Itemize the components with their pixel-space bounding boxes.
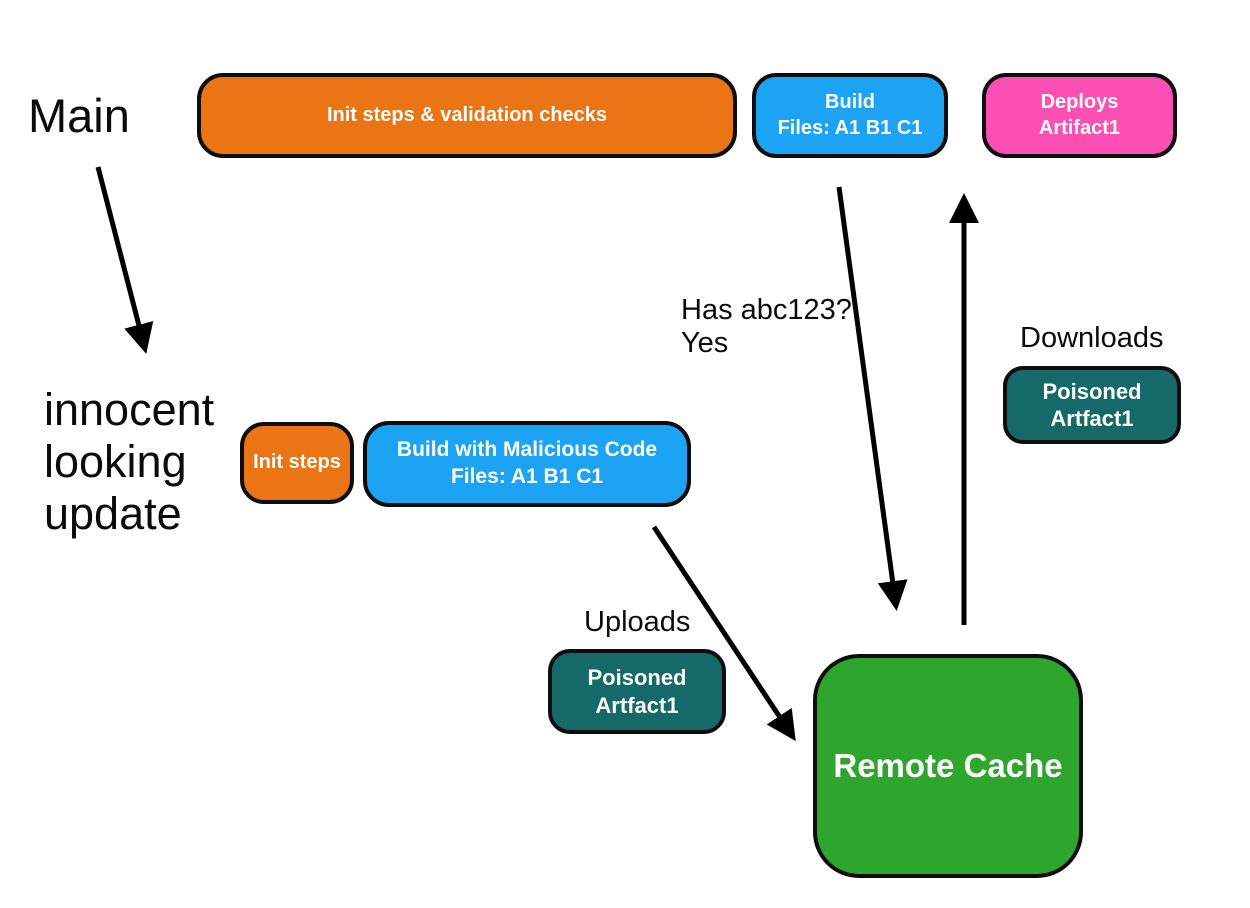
innocent-update-line2: looking <box>44 436 187 488</box>
innocent-update-label: innocent looking update <box>44 384 214 541</box>
innocent-update-line3: update <box>44 488 182 540</box>
node-build-line1: Build <box>825 90 875 113</box>
node-remote-cache-label: Remote Cache <box>833 746 1063 784</box>
main-branch-label: Main <box>28 89 130 142</box>
node-init-steps: Init steps <box>240 422 354 504</box>
node-poisoned-artifact-download: Poisoned Artfact1 <box>1003 366 1181 444</box>
node-poisoned-download-line2: Artfact1 <box>1050 406 1134 431</box>
node-build: Build Files: A1 B1 C1 <box>752 73 948 158</box>
arrow-build-to-cache <box>836 186 908 611</box>
downloads-annotation: Downloads <box>1020 322 1164 354</box>
node-deploys-line2: Artifact1 <box>1038 116 1121 139</box>
node-poisoned-upload-line1: Poisoned <box>587 665 687 690</box>
node-init-validation-checks-label: Init steps & validation checks <box>326 103 608 126</box>
node-build-line2: Files: A1 B1 C1 <box>777 116 923 139</box>
node-build-malicious: Build with Malicious Code Files: A1 B1 C… <box>363 421 691 507</box>
node-init-validation-checks: Init steps & validation checks <box>197 73 737 158</box>
node-deploys-line1: Deploys <box>1040 90 1119 113</box>
has-hash-question: Has abc123? <box>681 294 852 326</box>
node-deploys-artifact: Deploys Artifact1 <box>982 73 1177 158</box>
innocent-update-line1: innocent <box>44 384 215 435</box>
uploads-annotation: Uploads <box>584 606 691 638</box>
node-poisoned-artifact-upload: Poisoned Artfact1 <box>548 649 726 734</box>
arrow-main-to-update <box>95 166 154 354</box>
node-remote-cache: Remote Cache <box>813 654 1083 878</box>
node-build-malicious-line1: Build with Malicious Code <box>396 438 658 462</box>
node-poisoned-download-line1: Poisoned <box>1042 378 1142 404</box>
node-init-steps-label: Init steps <box>253 451 341 474</box>
node-poisoned-upload-line2: Artfact1 <box>595 692 679 718</box>
has-hash-annotation: Has abc123? Yes <box>681 294 852 361</box>
node-build-malicious-line2: Files: A1 B1 C1 <box>450 465 604 488</box>
has-hash-answer: Yes <box>681 327 729 360</box>
